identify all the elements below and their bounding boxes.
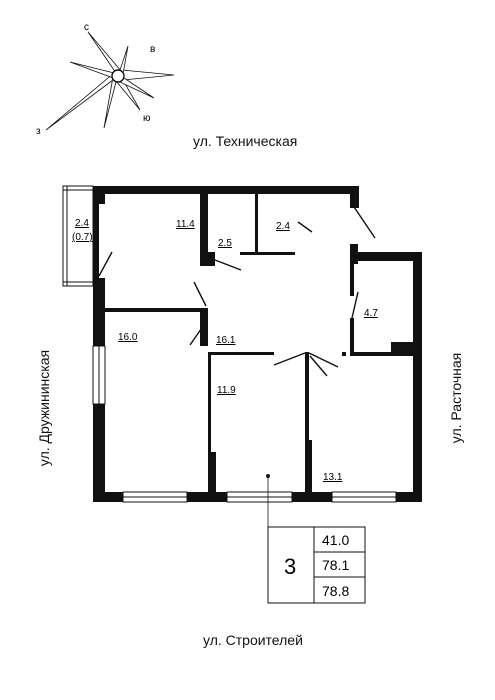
windows (92, 345, 397, 503)
label-hall: 16.1 (216, 335, 236, 346)
compass-label-s: ю (143, 113, 151, 124)
label-bedroom-left: 16.0 (118, 332, 138, 343)
label-storage: 4.7 (364, 308, 378, 319)
interior-walls (93, 186, 391, 492)
legend-total-area: 78.1 (322, 557, 349, 573)
label-bedroom-top-left: 11.4 (176, 219, 195, 230)
label-bath: 2.4 (276, 221, 290, 232)
label-balcony-area: 2.4 (75, 218, 89, 229)
compass-label-e: в (150, 44, 155, 55)
legend-total-with-balcony: 78.8 (322, 583, 349, 599)
legend-living-area: 41.0 (322, 532, 349, 548)
doors (98, 203, 376, 377)
label-room-middle: 11.9 (217, 385, 236, 396)
compass-label-w: з (36, 126, 41, 137)
compass-label-n: с (84, 22, 89, 33)
label-balcony-area-reduced: (0.7) (72, 232, 93, 243)
compass-center (111, 69, 125, 83)
legend-rooms-count: 3 (284, 554, 296, 579)
label-kitchen: 13.1 (323, 472, 343, 483)
legend-box (267, 526, 366, 604)
street-top: ул. Техническая (193, 133, 298, 149)
outer-walls (93, 186, 422, 502)
street-bottom: ул. Строителей (203, 632, 303, 648)
label-wc: 2.5 (218, 238, 232, 249)
